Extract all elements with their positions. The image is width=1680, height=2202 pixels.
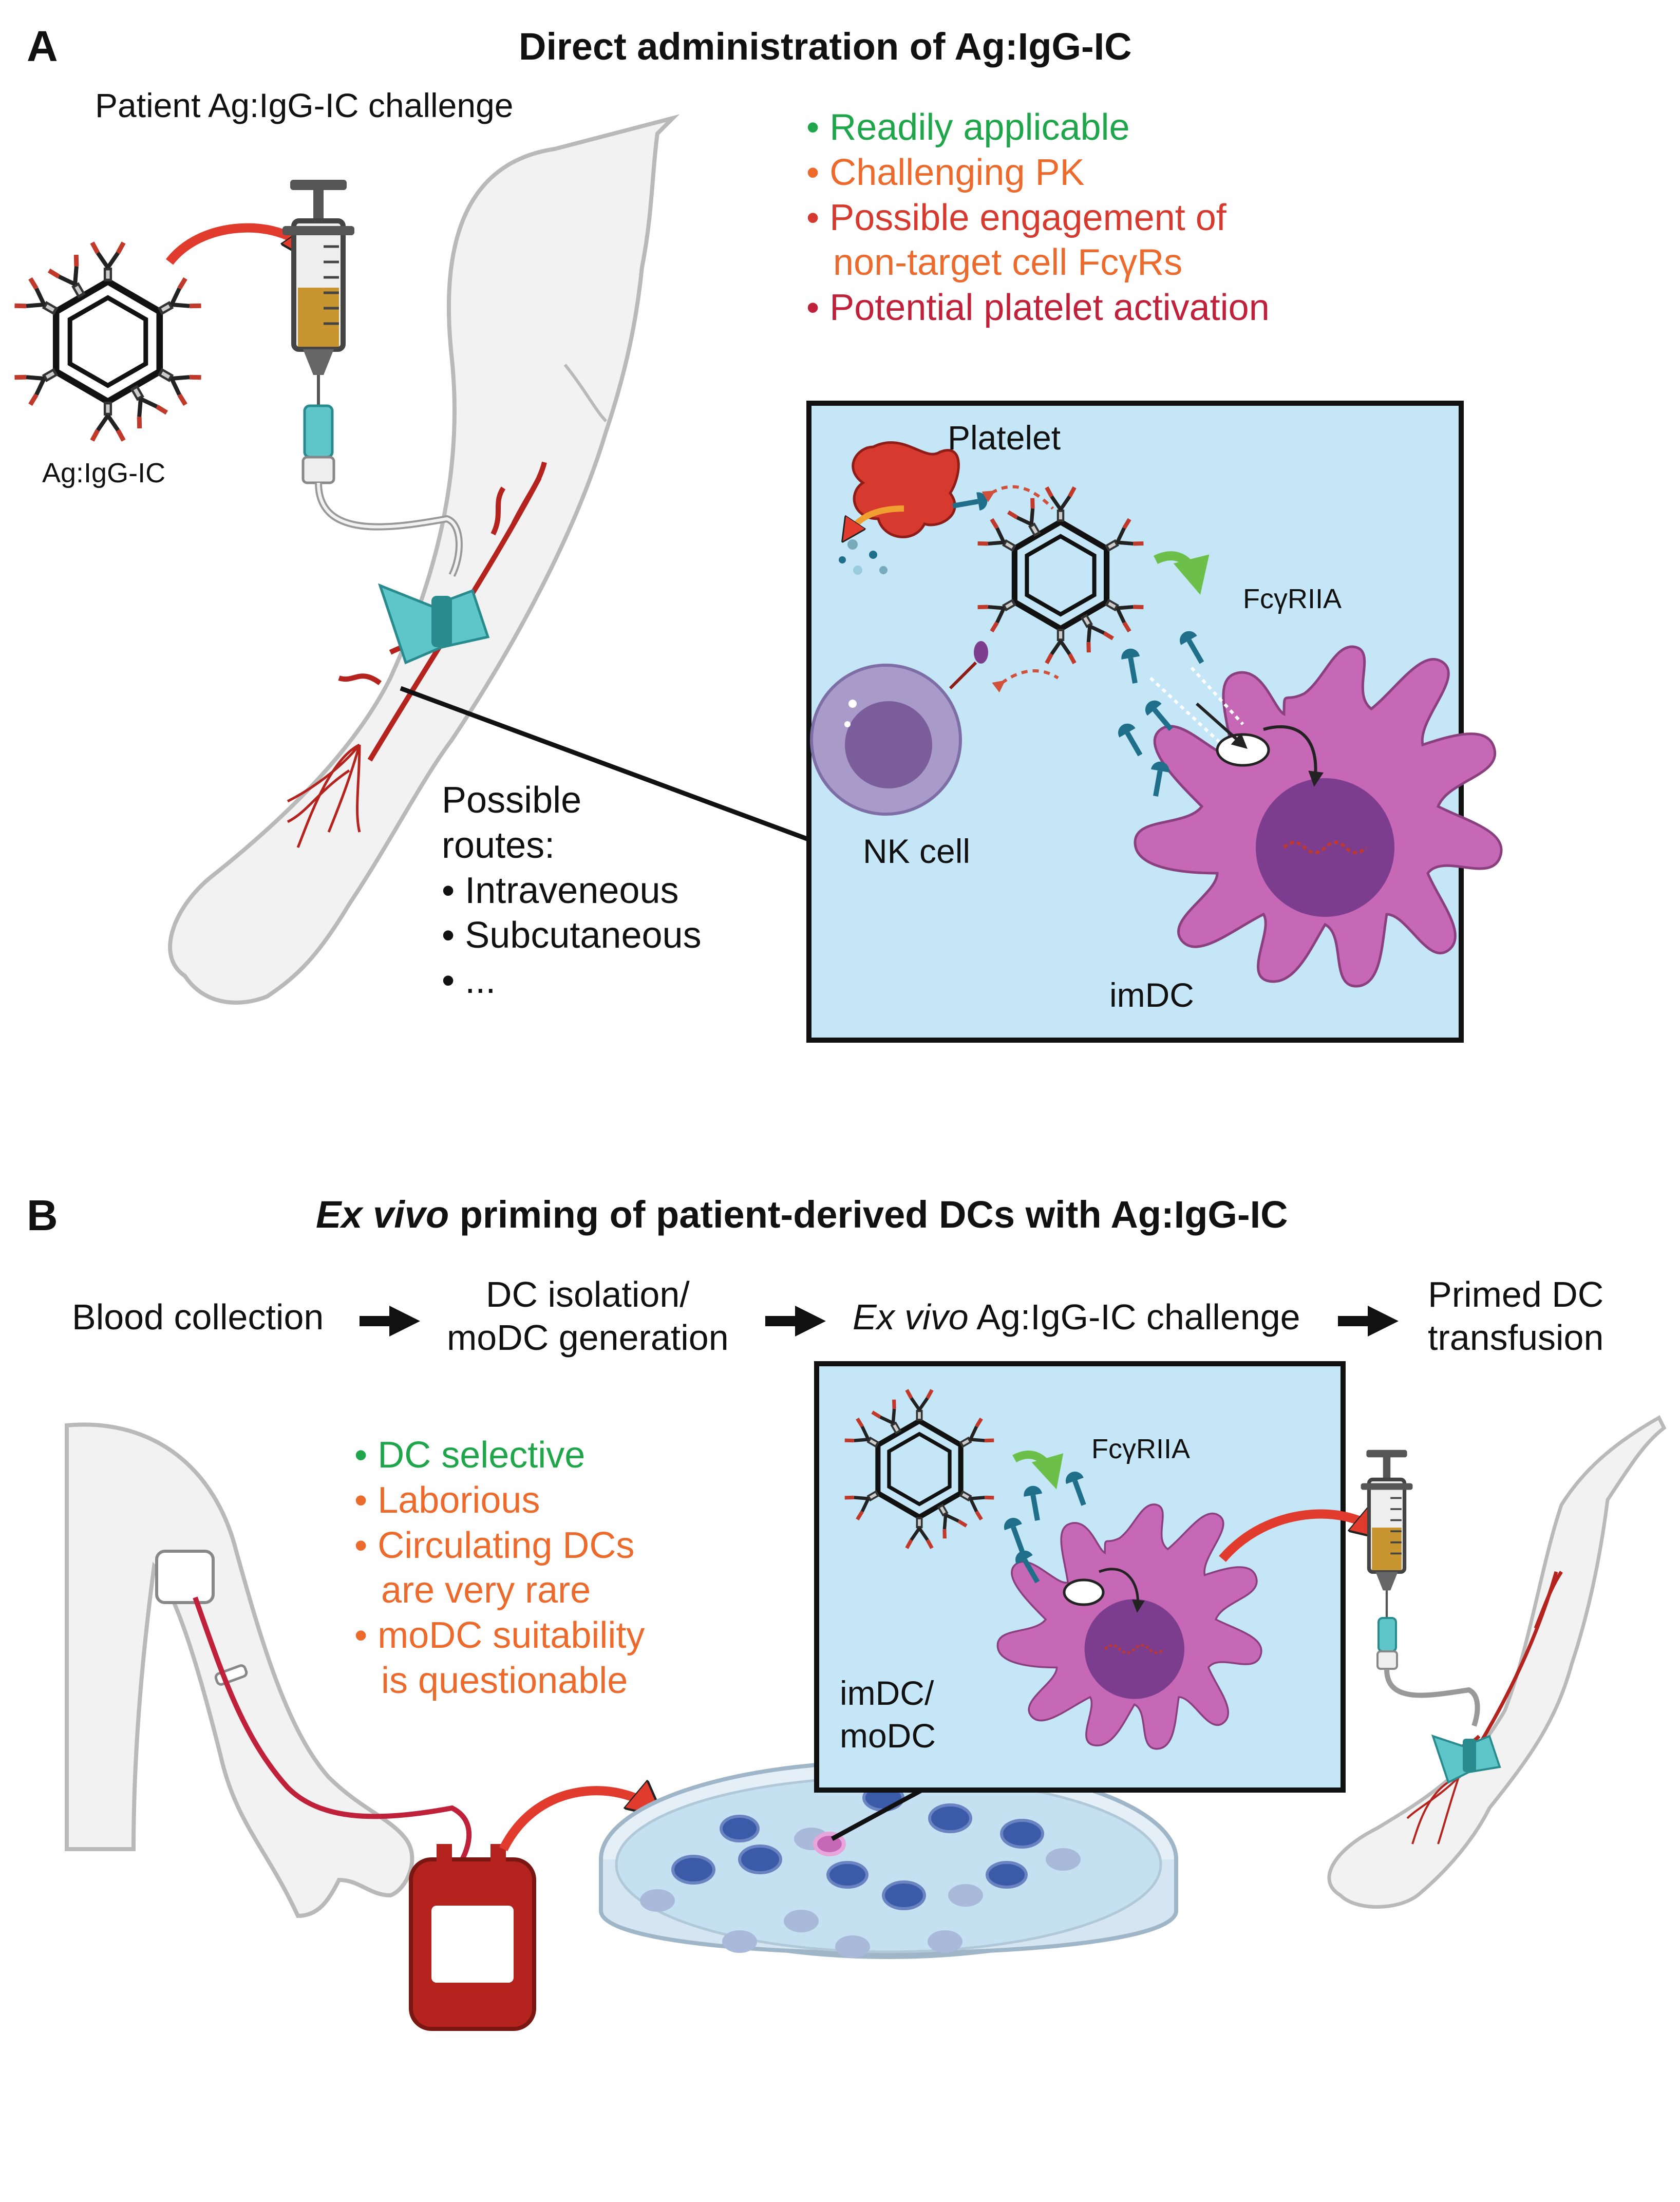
panel-a-title: Direct administration of Ag:IgG-IC [519,25,1132,68]
step-blood-collection: Blood collection [72,1297,324,1337]
con-challenging-pk: • Challenging PK [806,152,1085,193]
con-circulating-dcs: • Circulating DCs [354,1525,635,1566]
step-dc-isolation: DC isolation/ moDC generation [447,1274,729,1358]
platelet [839,441,989,575]
syringe-icon [282,180,354,426]
arm-b [1327,1415,1667,1909]
routes-heading-2: routes: [442,824,555,866]
route-item: • ... [442,960,496,1002]
con-circulating-dcs-cont: are very rare [381,1570,591,1611]
routes-list: Possible routes: • Intraveneous • Subcut… [442,778,702,1004]
arrow-to-dish [499,1791,652,1852]
route-item: • Subcutaneous [442,915,702,956]
inset-b [814,1361,1346,1793]
step-ex-vivo-challenge: Ex vivo Ag:IgG-IC challenge [853,1297,1300,1337]
pro-readily-applicable: • Readily applicable [806,107,1130,148]
pro-dc-selective: • DC selective [354,1435,586,1476]
con-platelet-activation: • Potential platelet activation [806,287,1270,329]
con-non-target-fcgr: non-target cell FcγRs [833,242,1183,284]
nk-cell-label: NK cell [863,832,971,870]
panel-a-pros-cons: • Readily applicable • Challenging PK • … [806,105,1270,331]
imdc-label: imDC [1109,976,1194,1014]
panel-b-title: Ex vivo priming of patient-derived DCs w… [316,1193,1288,1236]
step-primed-dc-transfusion: Primed DC transfusion [1428,1274,1604,1358]
con-possible-engagement: • Possible engagement of [806,197,1226,238]
fcgriia-label-a: FcγRIIA [1243,584,1342,614]
zoom-connector-b [830,1788,923,1841]
arrow-to-transfusion [1219,1514,1376,1562]
fcgriia-label-b: FcγRIIA [1091,1434,1191,1464]
blood-bag-icon [409,1844,536,2031]
challenge-label: Patient Ag:IgG-IC challenge [95,86,514,124]
iv-line [301,404,490,665]
imdc-modc-label: imDC/ moDC [840,1674,936,1755]
petri-dish-icon [599,1760,1178,1959]
panel-letter-b: B [27,1191,58,1239]
panel-b-pros-cons: • DC selective • Laborious • Circulating… [354,1433,645,1704]
zoom-connector-a [400,686,818,845]
panel-letter-a: A [27,22,58,70]
nk-cell [810,641,988,816]
ag-igg-ic-complex [14,242,201,440]
platelet-label: Platelet [948,419,1061,457]
con-laborious: • Laborious [354,1479,540,1521]
con-modc-suitability: • moDC suitability [354,1615,645,1657]
inset-a [806,401,1501,1043]
routes-heading-1: Possible [442,780,582,821]
patient-body-b [65,1422,472,1918]
complex-label: Ag:IgG-IC [42,458,166,488]
con-modc-suitability-cont: is questionable [381,1660,628,1702]
route-item: • Intraveneous [442,870,679,911]
